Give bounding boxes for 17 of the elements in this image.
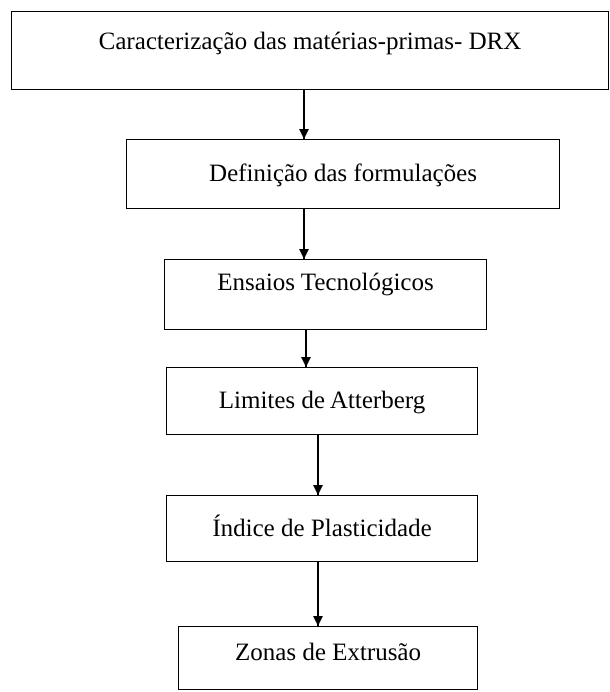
process-box (166, 495, 478, 562)
step-label: Zonas de Extrusão (234, 639, 422, 666)
arrow (313, 435, 323, 495)
step-label: Definição das formulações (209, 160, 477, 188)
arrow (301, 330, 311, 367)
arrow (313, 562, 323, 626)
process-box (166, 367, 478, 435)
process-box (11, 11, 609, 90)
step-label: Ensaios Tecnológicos (217, 269, 434, 296)
step-label: Caracterização das matérias-primas- DRX (98, 28, 522, 56)
arrow (299, 90, 309, 139)
process-box (178, 626, 478, 690)
arrow (299, 209, 309, 259)
step-label: Índice de Plasticidade (212, 514, 432, 542)
process-box (164, 259, 487, 330)
process-box (126, 139, 560, 209)
step-label: Limites de Atterberg (218, 387, 426, 415)
